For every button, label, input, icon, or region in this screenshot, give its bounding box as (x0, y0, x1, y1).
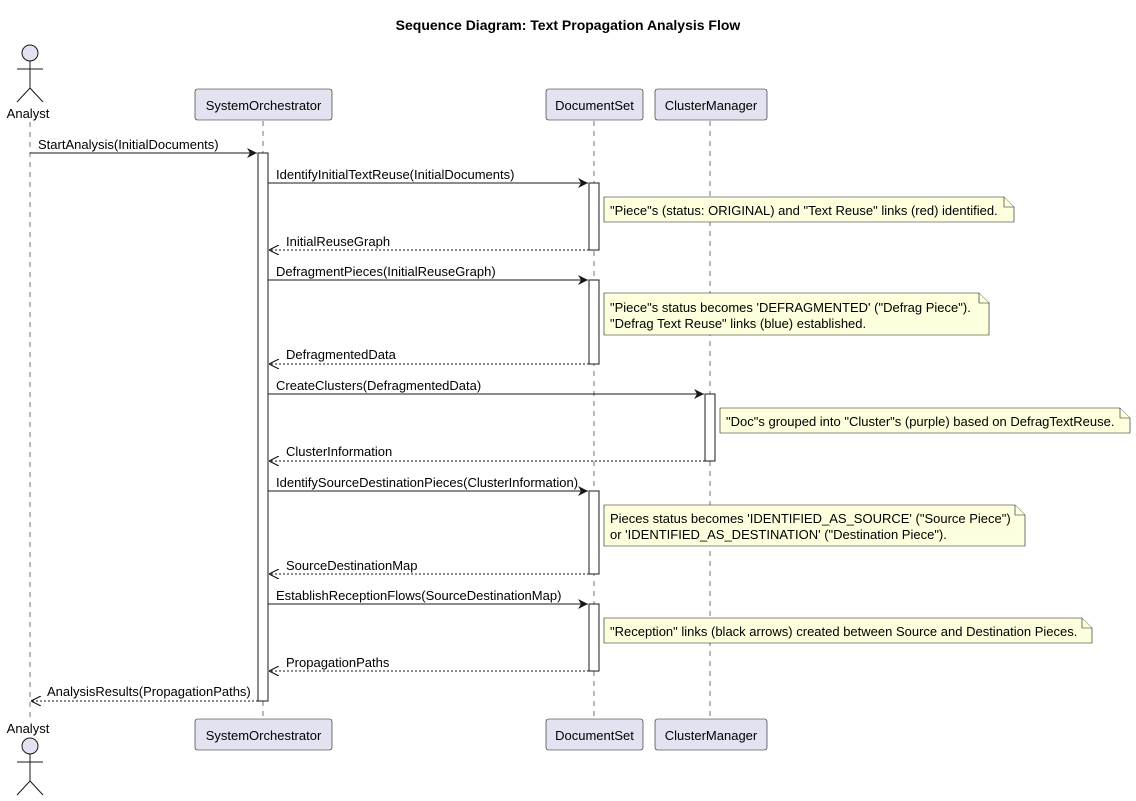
message-label: EstablishReceptionFlows(SourceDestinatio… (276, 588, 561, 603)
message-label: ClusterInformation (286, 444, 392, 459)
participant-label: SystemOrchestrator (206, 728, 322, 743)
message-label: DefragmentPieces(InitialReuseGraph) (276, 264, 496, 279)
participant-docset-bottom: DocumentSet (545, 718, 644, 751)
participant-label: DocumentSet (555, 728, 634, 743)
participant-label: DocumentSet (555, 98, 634, 113)
participant-label: SystemOrchestrator (206, 98, 322, 113)
participant-orchestrator-top: SystemOrchestrator (194, 88, 333, 121)
participant-label: Analyst (7, 721, 50, 736)
note-source-destination: Pieces status becomes 'IDENTIFIED_AS_SOU… (603, 504, 1026, 547)
message-defragmented-data: DefragmentedData (269, 347, 589, 364)
message-source-destination-map: SourceDestinationMap (269, 558, 589, 574)
activation-docset-3 (588, 490, 600, 575)
note-text: "Piece"s status becomes 'DEFRAGMENTED' (… (610, 300, 971, 315)
note-original-pieces: "Piece"s (status: ORIGINAL) and "Text Re… (603, 196, 1015, 223)
message-label: IdentifyInitialTextReuse(InitialDocument… (276, 167, 514, 182)
note-text: or 'IDENTIFIED_AS_DESTINATION' ("Destina… (610, 527, 947, 542)
message-cluster-information: ClusterInformation (269, 444, 705, 461)
message-label: StartAnalysis(InitialDocuments) (38, 137, 219, 152)
message-label: CreateClusters(DefragmentedData) (276, 378, 481, 393)
message-establish-reception-flows: EstablishReceptionFlows(SourceDestinatio… (268, 588, 588, 609)
message-label: AnalysisResults(PropagationPaths) (47, 684, 251, 699)
activation-docset-1 (588, 182, 600, 251)
participant-cluster-top: ClusterManager (654, 88, 768, 121)
diagram-title: Sequence Diagram: Text Propagation Analy… (396, 17, 741, 33)
message-label: InitialReuseGraph (286, 234, 390, 249)
participant-cluster-bottom: ClusterManager (654, 718, 768, 751)
participant-label: ClusterManager (665, 98, 758, 113)
note-defragmented: "Piece"s status becomes 'DEFRAGMENTED' (… (603, 292, 990, 336)
participant-orchestrator-bottom: SystemOrchestrator (194, 718, 333, 751)
activation-orchestrator (257, 152, 269, 702)
message-label: PropagationPaths (286, 655, 390, 670)
actor-analyst-top: Analyst (7, 44, 50, 121)
message-create-clusters: CreateClusters(DefragmentedData) (268, 378, 704, 399)
note-text: Pieces status becomes 'IDENTIFIED_AS_SOU… (610, 511, 1011, 526)
message-initial-reuse-graph: InitialReuseGraph (269, 234, 589, 250)
note-reception-links: "Reception" links (black arrows) created… (603, 617, 1093, 644)
note-text: "Piece"s (status: ORIGINAL) and "Text Re… (610, 203, 998, 218)
message-defragment-pieces: DefragmentPieces(InitialReuseGraph) (268, 264, 588, 285)
participant-label: ClusterManager (665, 728, 758, 743)
note-text: "Reception" links (black arrows) created… (610, 624, 1077, 639)
message-label: SourceDestinationMap (286, 558, 418, 573)
note-text: "Defrag Text Reuse" links (blue) establi… (610, 316, 866, 331)
activation-docset-2 (588, 279, 600, 365)
message-propagation-paths: PropagationPaths (269, 655, 589, 671)
actor-head-icon (21, 44, 39, 62)
note-text: "Doc"s grouped into "Cluster"s (purple) … (726, 414, 1114, 429)
activation-cluster (704, 393, 716, 462)
message-identify-initial-text-reuse: IdentifyInitialTextReuse(InitialDocument… (268, 167, 588, 188)
message-label: IdentifySourceDestinationPieces(ClusterI… (276, 475, 578, 490)
message-analysis-results: AnalysisResults(PropagationPaths) (31, 684, 258, 701)
actor-analyst-bottom: Analyst (7, 721, 50, 796)
note-clusters: "Doc"s grouped into "Cluster"s (purple) … (719, 407, 1131, 434)
activation-docset-4 (588, 603, 600, 672)
participant-docset-top: DocumentSet (545, 88, 644, 121)
message-label: DefragmentedData (286, 347, 397, 362)
message-start-analysis: StartAnalysis(InitialDocuments) (30, 137, 257, 158)
actor-head-icon (21, 737, 39, 755)
message-identify-source-destination: IdentifySourceDestinationPieces(ClusterI… (268, 475, 588, 496)
participant-label: Analyst (7, 106, 50, 121)
